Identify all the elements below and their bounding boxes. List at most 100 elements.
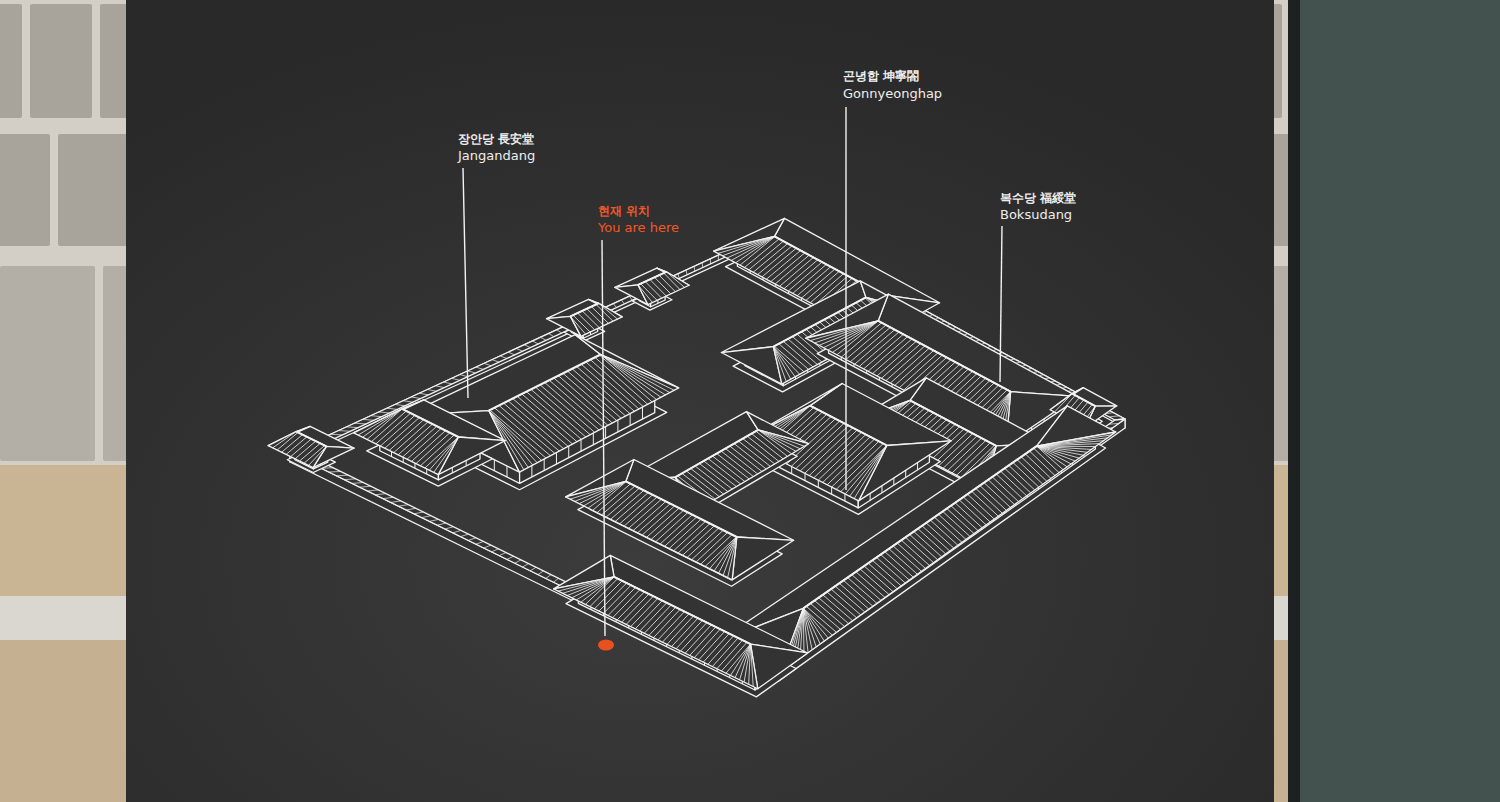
roof-tile xyxy=(581,364,634,411)
roof-tile xyxy=(631,598,658,626)
roof-tile xyxy=(1009,465,1035,490)
roof-slope xyxy=(780,432,1116,673)
wall-tile xyxy=(533,341,539,344)
wall-tile xyxy=(686,270,688,275)
roof-ridge xyxy=(803,446,1036,608)
wall-tile xyxy=(523,564,529,567)
roof-tile xyxy=(758,430,800,449)
wall-tile xyxy=(387,408,397,409)
wall-tile xyxy=(427,390,436,392)
roof-tile xyxy=(687,528,719,558)
roof-tile xyxy=(793,264,827,293)
roof-tile xyxy=(819,598,849,624)
roof-tile xyxy=(845,445,887,494)
roof-tile xyxy=(651,510,683,539)
sign-post xyxy=(1300,0,1500,802)
roof-tile xyxy=(372,411,407,442)
roof-tile xyxy=(967,494,994,519)
roof-tile xyxy=(662,614,689,642)
roof-tile xyxy=(1037,446,1072,464)
roof-ridge xyxy=(626,481,737,537)
roof-tile xyxy=(604,585,632,613)
roof-tile xyxy=(860,569,889,595)
roof-tile xyxy=(758,246,792,275)
roof-tile xyxy=(802,269,835,298)
wall-tile xyxy=(468,538,476,541)
roof-tile xyxy=(877,557,906,583)
roof-tile xyxy=(1017,460,1043,485)
roof-ridge xyxy=(570,303,598,316)
roof-tile xyxy=(722,236,774,255)
wall-tile xyxy=(468,371,476,373)
roof-tile xyxy=(407,428,441,459)
roof-tile xyxy=(656,512,688,541)
roof-tile xyxy=(740,237,775,266)
roof-tile xyxy=(676,620,702,648)
roof-tile xyxy=(828,321,878,350)
roof-ridge xyxy=(878,321,1010,392)
roof-tile xyxy=(780,257,814,286)
roof-tile xyxy=(599,303,618,319)
roof-tile xyxy=(854,445,887,498)
roof-tile xyxy=(850,445,887,496)
roof-tile xyxy=(434,437,459,472)
wall-tile xyxy=(411,397,420,398)
leader-line xyxy=(845,107,846,490)
building-romanization: Gonnyeonghap xyxy=(843,86,942,102)
roof-tile xyxy=(762,248,796,277)
roof-tile xyxy=(545,383,599,430)
roof-slope xyxy=(554,577,758,689)
roof-tile xyxy=(943,511,970,536)
roof-tile xyxy=(669,519,701,548)
roof-tile xyxy=(773,347,786,382)
roof-tile xyxy=(601,355,661,398)
roof-tile xyxy=(814,432,862,478)
roof-tile xyxy=(389,420,423,451)
roof-tile xyxy=(803,608,820,644)
wall-tile xyxy=(360,486,371,488)
roof-tile xyxy=(572,369,625,416)
stone-block xyxy=(0,266,95,461)
roof-tile xyxy=(575,481,626,501)
wall-tile xyxy=(430,519,439,521)
roof-tile xyxy=(955,503,982,528)
roof-tile xyxy=(508,401,564,449)
wall-tile xyxy=(329,471,341,473)
roof-tile xyxy=(728,537,737,578)
building-romanization: Jangandang xyxy=(458,148,535,164)
roof-tile xyxy=(385,418,419,449)
roof-slope xyxy=(354,409,459,475)
roof-tile xyxy=(831,589,861,615)
wall-tile xyxy=(383,497,393,498)
wall-tile xyxy=(399,505,409,507)
roof-tile xyxy=(531,389,586,437)
roof-tile xyxy=(809,430,857,476)
roof-tile xyxy=(868,563,897,589)
wall-tile xyxy=(546,575,551,579)
wall-tile xyxy=(452,378,460,380)
roof-tile xyxy=(683,526,715,555)
roof-slope xyxy=(566,481,737,580)
roof-tile xyxy=(948,438,982,471)
halls xyxy=(268,218,1117,697)
roof-tile xyxy=(635,601,662,629)
roof-tile xyxy=(803,608,828,638)
roof-tile xyxy=(788,262,822,291)
roof-tile xyxy=(367,409,402,439)
roof-tile xyxy=(647,508,679,537)
roof-tile xyxy=(797,267,830,296)
roof-tile xyxy=(640,603,667,631)
roof-tile xyxy=(914,532,942,557)
roof-tile xyxy=(429,437,458,470)
roof-tile xyxy=(412,431,446,462)
roof-tile xyxy=(573,315,590,332)
sign-board xyxy=(126,0,1274,802)
roof-tile xyxy=(703,634,729,663)
wall-tile xyxy=(718,255,719,260)
roof-tile xyxy=(721,642,747,671)
roof-tile xyxy=(526,392,581,440)
roof-ridge xyxy=(489,355,601,411)
wall-tile xyxy=(508,352,514,355)
roof-tile xyxy=(783,341,813,367)
